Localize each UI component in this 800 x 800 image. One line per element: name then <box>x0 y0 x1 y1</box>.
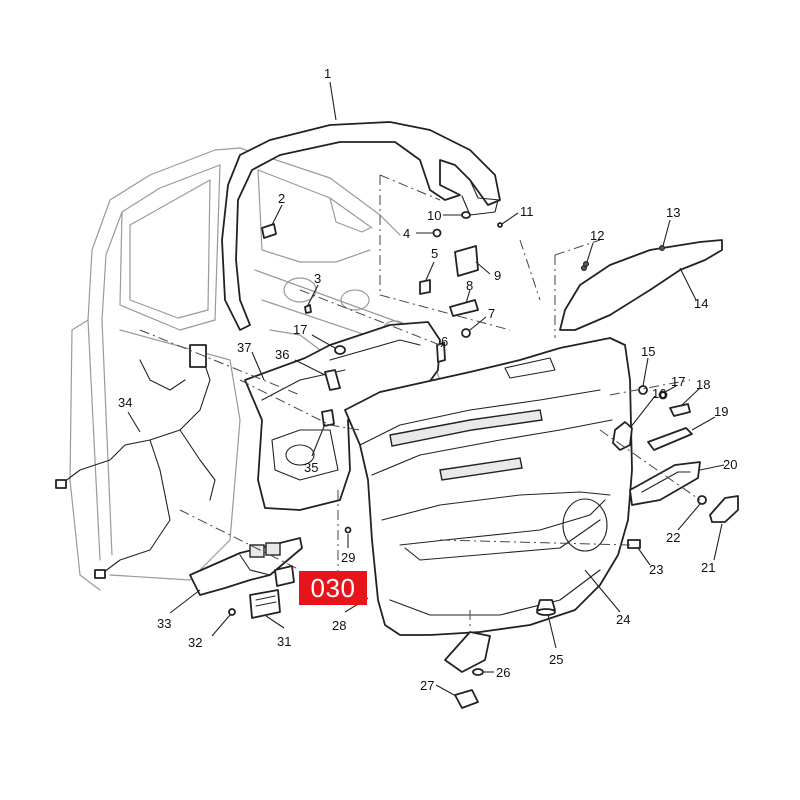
callout-16: 16 <box>652 386 666 401</box>
callouts: 1 2 3 4 5 6 7 8 9 10 11 12 13 14 15 16 1… <box>118 66 737 697</box>
callout-4: 4 <box>403 226 410 241</box>
handle-bezel <box>647 427 693 451</box>
callout-6: 6 <box>441 334 448 349</box>
callout-27: 27 <box>420 678 434 693</box>
clip-15 <box>638 385 648 395</box>
callout-32: 32 <box>188 635 202 650</box>
callout-11: 11 <box>520 204 534 219</box>
callout-10: 10 <box>427 208 441 223</box>
alignment-lines <box>139 174 701 630</box>
callout-21: 21 <box>701 560 715 575</box>
callout-8: 8 <box>466 278 473 293</box>
screw-32 <box>228 608 236 616</box>
callout-23: 23 <box>649 562 663 577</box>
callout-3: 3 <box>314 271 321 286</box>
nut-7 <box>461 328 471 338</box>
callout-25: 25 <box>549 652 563 667</box>
callout-9: 9 <box>494 268 501 283</box>
push-clip-25 <box>536 599 556 616</box>
window-switch <box>249 589 281 619</box>
callout-7: 7 <box>488 306 495 321</box>
courtesy-lamp-housing <box>454 689 479 709</box>
bracket-5 <box>419 279 431 295</box>
callout-17-left: 17 <box>293 322 307 337</box>
callout-13: 13 <box>666 205 680 220</box>
handle-cap <box>709 495 739 523</box>
plug-23 <box>627 539 641 549</box>
callout-37: 37 <box>237 340 251 355</box>
clip-35 <box>321 409 335 427</box>
callout-5: 5 <box>431 246 438 261</box>
door-trim-panel <box>344 337 633 636</box>
clip-36 <box>324 369 341 391</box>
callout-35: 35 <box>304 460 318 475</box>
callout-12: 12 <box>590 228 604 243</box>
callout-2: 2 <box>278 191 285 206</box>
callout-26: 26 <box>496 665 510 680</box>
clip-17-right <box>658 390 668 400</box>
callout-31: 31 <box>277 634 291 649</box>
clip-6 <box>436 342 446 363</box>
callout-15: 15 <box>641 344 655 359</box>
clip-11 <box>497 222 503 228</box>
callout-14: 14 <box>694 296 708 311</box>
callout-29: 29 <box>341 550 355 565</box>
courtesy-lamp-lens <box>444 631 491 673</box>
module-8 <box>449 299 479 317</box>
clip-10 <box>461 211 471 219</box>
window-frame-upper <box>221 121 501 331</box>
mirror-mount-9 <box>454 245 479 277</box>
clip-17-left <box>334 345 346 355</box>
clip-2 <box>261 223 277 239</box>
callout-18: 18 <box>696 377 710 392</box>
callout-17-right: 17 <box>671 374 685 389</box>
clip-3 <box>304 304 312 314</box>
callout-34: 34 <box>118 395 132 410</box>
clip-29 <box>344 526 352 534</box>
callout-22: 22 <box>666 530 680 545</box>
callout-24: 24 <box>616 612 630 627</box>
callout-36: 36 <box>275 347 289 362</box>
interior-door-handle <box>629 461 701 506</box>
callout-1: 1 <box>324 66 331 81</box>
callout-28: 28 <box>332 618 346 633</box>
callout-33: 33 <box>157 616 171 631</box>
clip-18 <box>669 403 691 417</box>
screw-22 <box>697 495 707 505</box>
courtesy-lamp-bulb <box>472 668 484 676</box>
switch-connector <box>274 565 295 587</box>
callout-20: 20 <box>723 457 737 472</box>
upper-trim-strip <box>559 239 723 331</box>
highlighted-part-label: 030 <box>299 571 367 605</box>
wiring-harness <box>55 344 216 579</box>
callout-19: 19 <box>714 404 728 419</box>
clip-12 <box>583 261 589 267</box>
switch-bezel <box>189 537 303 596</box>
screw-4 <box>432 228 442 238</box>
